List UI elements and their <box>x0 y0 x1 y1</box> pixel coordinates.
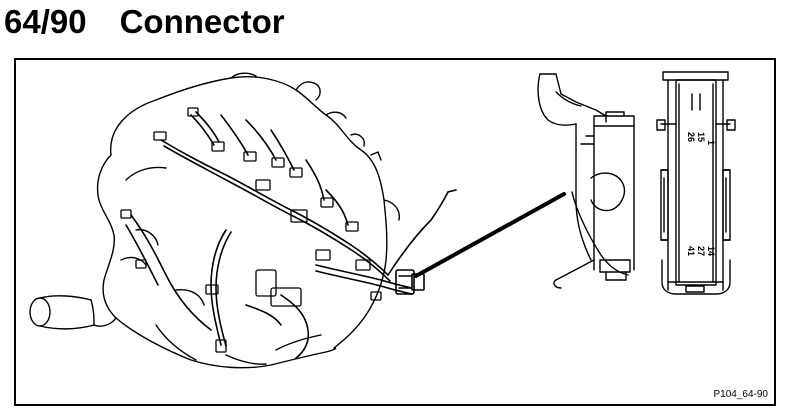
pin-label-15: 15 <box>696 132 706 142</box>
pin-label-14: 14 <box>706 246 716 256</box>
pin-labels-top: 1 15 26 <box>686 132 716 145</box>
figure-reference: P104_64-90 <box>713 389 769 400</box>
pin-label-27: 27 <box>696 246 706 256</box>
pin-label-26: 26 <box>686 132 696 142</box>
harness-plugs <box>120 107 382 353</box>
connector-side-view <box>537 73 635 289</box>
connector-code: 64/90 <box>4 3 87 40</box>
connector-title: Connector <box>119 3 285 40</box>
pin-labels-bottom: 14 27 41 <box>686 246 716 256</box>
connector-pin-view <box>656 71 736 295</box>
page-title: 64/90 Connector <box>4 2 285 42</box>
engine-outline <box>29 72 401 369</box>
pointer-line <box>414 192 566 278</box>
connector-illustration: 1 15 26 14 27 41 <box>29 71 736 369</box>
wiring-harness <box>125 111 457 359</box>
illustration-frame: 1 15 26 14 27 41 P104_64-90 <box>14 58 776 406</box>
pin-label-41: 41 <box>686 246 696 256</box>
pin-label-1: 1 <box>706 140 716 145</box>
